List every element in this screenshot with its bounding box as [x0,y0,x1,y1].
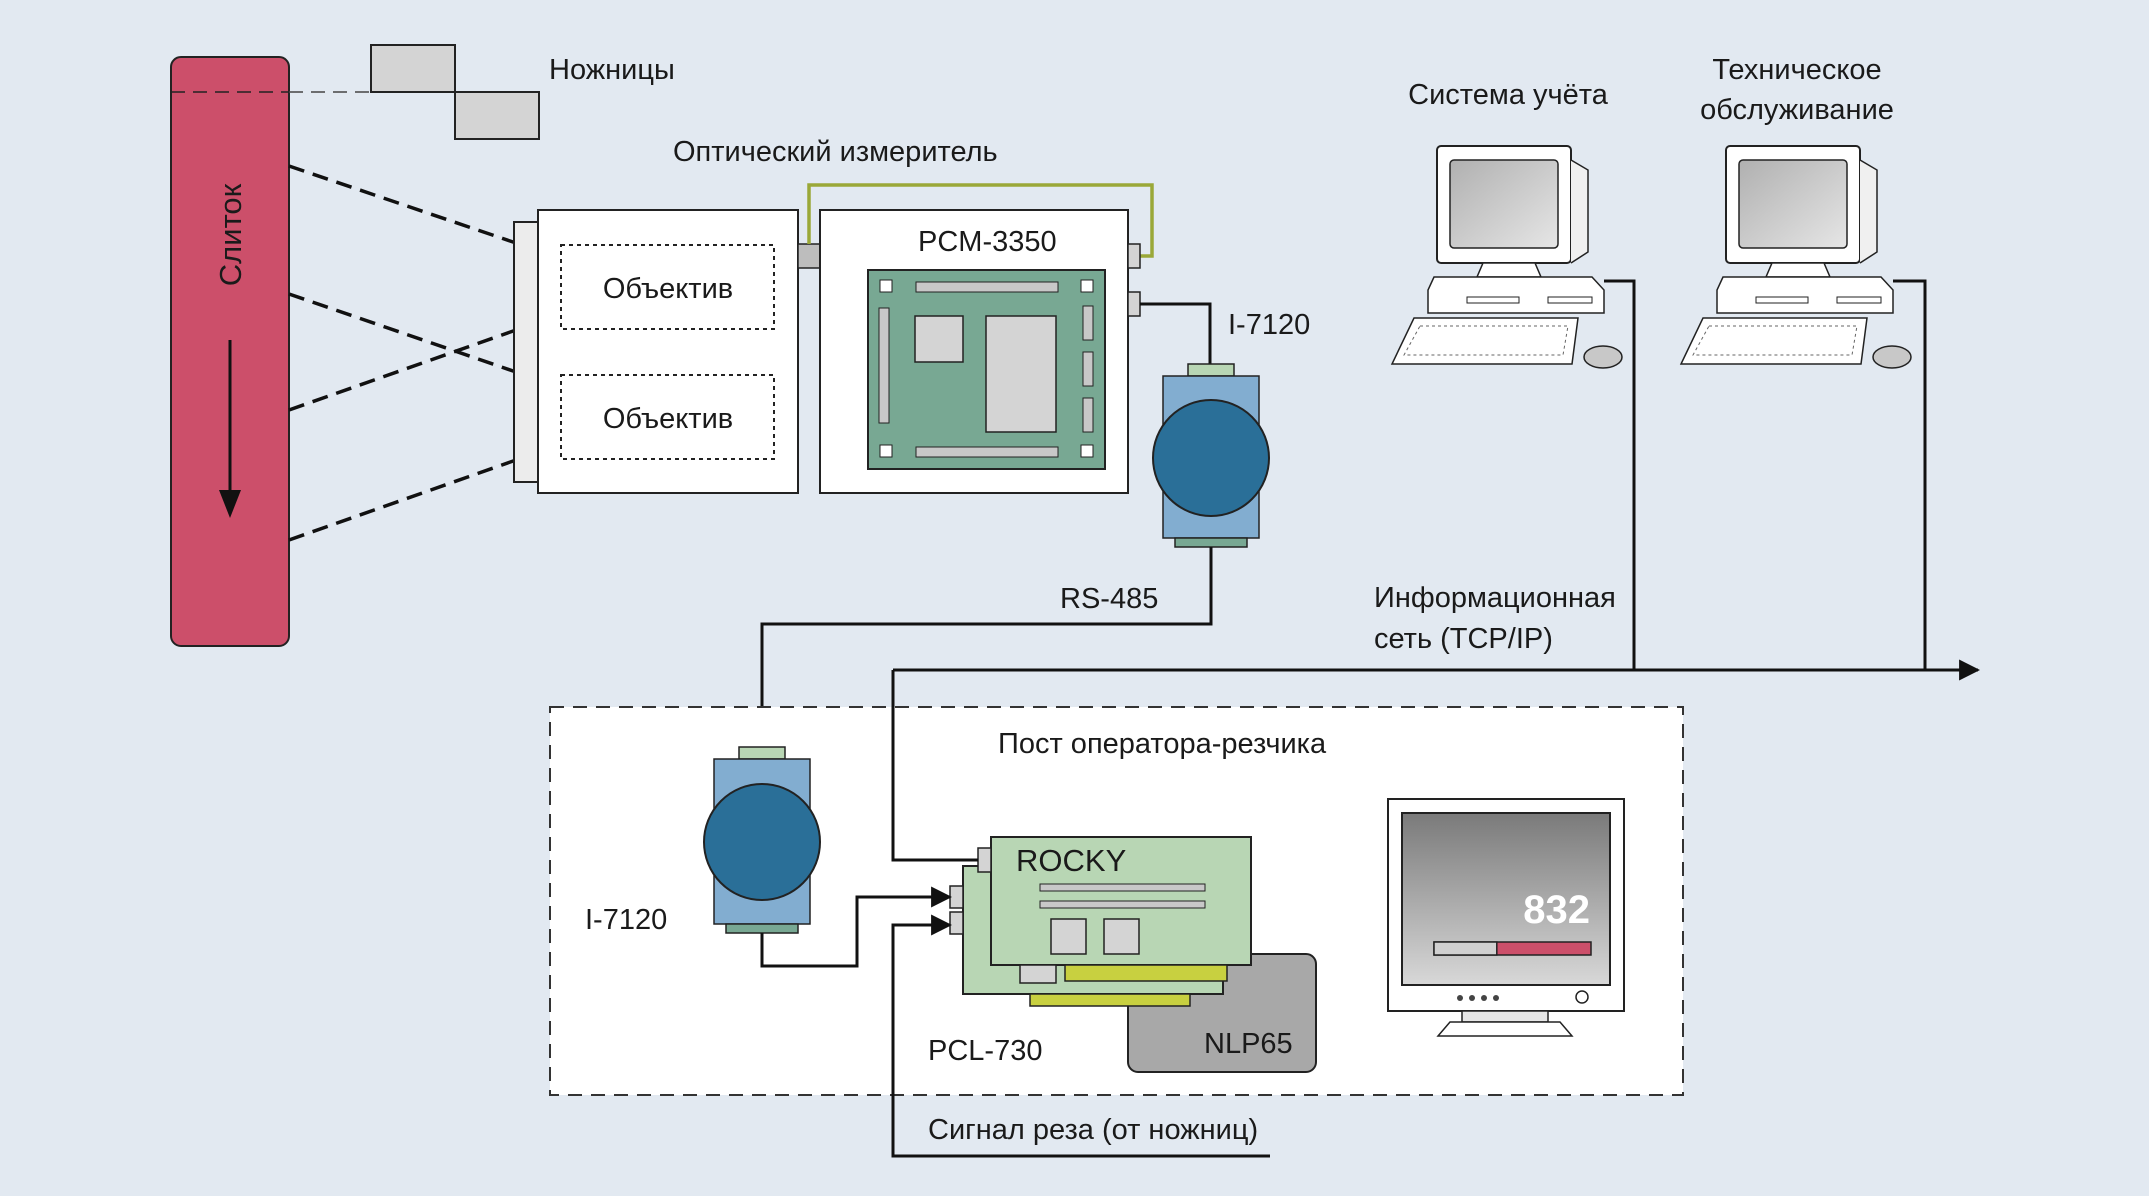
pcl-label: PCL-730 [928,1035,1042,1067]
maintenance-pc [1679,145,1912,369]
lens-top [560,244,775,330]
cut-signal-label: Сигнал реза (от ножниц) [928,1114,1258,1146]
nlp-label: NLP65 [1204,1028,1293,1060]
lens-top-label: Объектив [603,273,733,305]
accounting-label: Система учёта [1408,79,1609,111]
shears-label: Ножницы [549,54,675,86]
pcm-label: PCM-3350 [918,226,1057,258]
maintenance-label-line1: Техническое [1712,54,1881,86]
rs485-line [760,547,1213,747]
i7120-top-module [1152,363,1270,548]
pcm-to-i7120-line [1140,302,1212,364]
maintenance-label-line2: обслуживание [1700,94,1894,126]
rocky-card: ROCKY [977,836,1252,984]
i7120-to-pcl-line [760,886,953,968]
maintenance-to-network-line [1893,279,1927,670]
accounting-pc [1390,145,1623,369]
optical-cable [807,183,1154,258]
display-value: 832 [1523,888,1590,932]
i7120-top-label: I-7120 [1228,309,1310,341]
pcm-3350: PCM-3350 [819,209,1141,494]
accounting-to-network-line [1604,279,1636,670]
i7120-bottom-label: I-7120 [585,904,667,936]
optical-meter: Объектив Объектив [513,209,821,494]
network-label-line2: сеть (TCP/IP) [1374,623,1553,655]
ingot: Слиток [170,56,290,647]
optical-meter-label: Оптический измеритель [673,136,998,168]
ingot-label: Слиток [213,183,248,286]
operator-post-label: Пост оператора-резчика [998,728,1327,760]
network-to-rocky-line [891,670,978,862]
operator-monitor: 832 [1387,798,1625,1037]
rocky-label: ROCKY [1016,843,1126,878]
display-progress-fill [1433,941,1498,956]
lens-bottom [560,374,775,460]
network-label-line1: Информационная [1374,582,1616,614]
cut-signal-line [891,914,1270,1158]
shears: Ножницы [289,44,675,140]
i7120-bottom-module [703,746,821,934]
lens-bottom-label: Объектив [603,403,733,435]
optical-rays [288,164,517,542]
rs485-label: RS-485 [1060,583,1158,615]
